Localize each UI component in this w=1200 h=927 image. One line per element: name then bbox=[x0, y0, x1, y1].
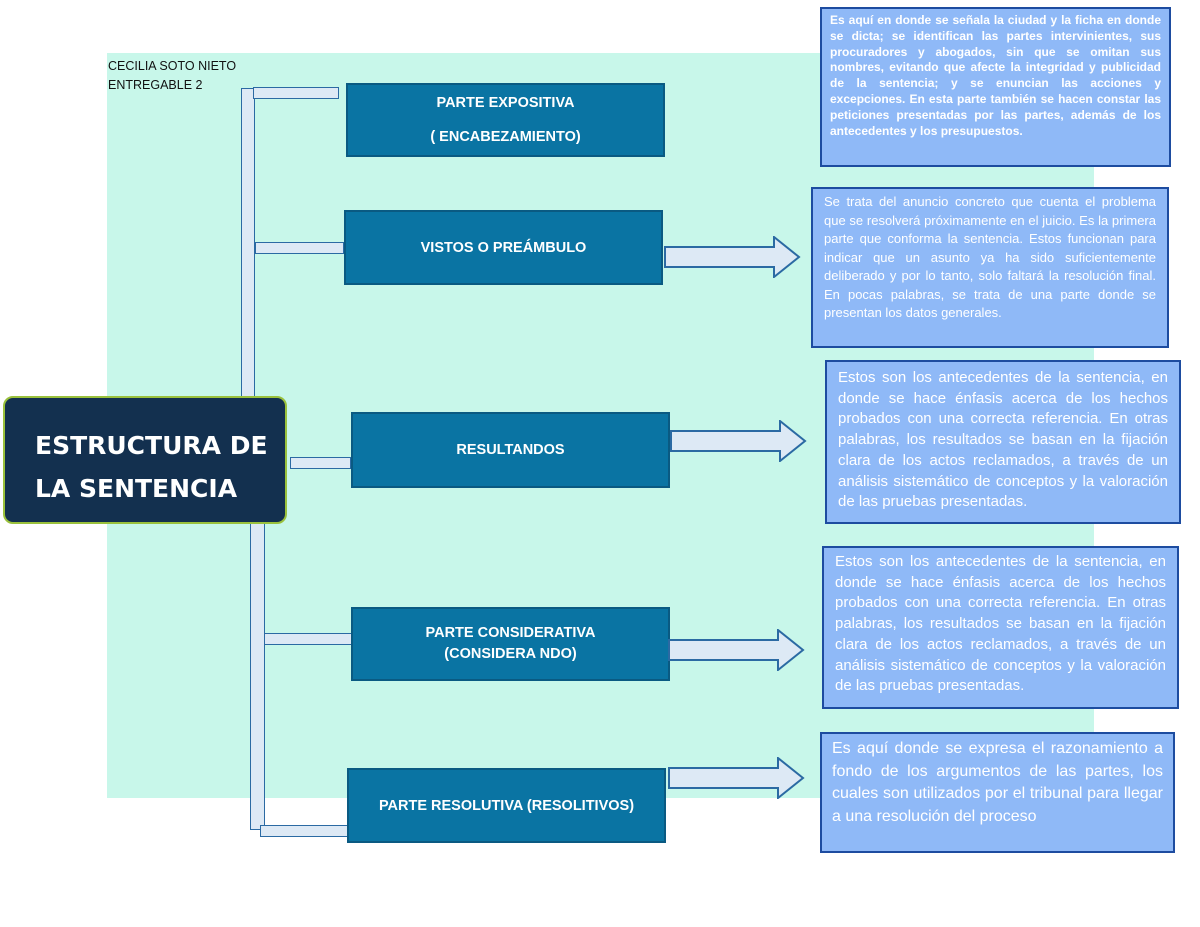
connector-branch-expositiva bbox=[253, 87, 339, 99]
description-considerativa: Estos son los antecedentes de la sentenc… bbox=[822, 546, 1179, 709]
description-text: Estos son los antecedentes de la sentenc… bbox=[835, 553, 1166, 695]
author-block: CECILIA SOTO NIETO ENTREGABLE 2 bbox=[108, 57, 236, 95]
section-sublabel: (CONSIDERA NDO) bbox=[444, 646, 577, 662]
main-title-line1: ESTRUCTURA DE bbox=[35, 431, 268, 460]
description-text: Es aquí en donde se señala la ciudad y l… bbox=[830, 13, 1161, 138]
section-vistos: VISTOS O PREÁMBULO bbox=[344, 210, 663, 285]
connector-vertical-top bbox=[241, 88, 255, 400]
description-resultandos: Estos son los antecedentes de la sentenc… bbox=[825, 360, 1181, 524]
description-text: Estos son los antecedentes de la sentenc… bbox=[838, 369, 1168, 511]
section-label: PARTE RESOLUTIVA (RESOLITIVOS) bbox=[378, 797, 635, 814]
arrow-right-icon bbox=[668, 629, 805, 671]
connector-branch-resolutiva bbox=[260, 825, 349, 837]
description-text: Se trata del anuncio concreto que cuenta… bbox=[824, 194, 1156, 320]
section-parte-expositiva: PARTE EXPOSITIVA ( ENCABEZAMIENTO) bbox=[346, 83, 665, 157]
connector-branch-resultandos bbox=[290, 457, 351, 469]
section-resultandos: RESULTANDOS bbox=[351, 412, 670, 488]
section-label: VISTOS O PREÁMBULO bbox=[420, 239, 587, 256]
connector-branch-vistos bbox=[255, 242, 344, 254]
section-label: PARTE EXPOSITIVA bbox=[436, 95, 575, 111]
description-expositiva: Es aquí en donde se señala la ciudad y l… bbox=[820, 7, 1171, 167]
main-title-line2: LA SENTENCIA bbox=[35, 474, 238, 503]
section-label: PARTE CONSIDERATIVA bbox=[425, 625, 596, 641]
section-label: RESULTANDOS bbox=[456, 442, 565, 458]
main-title-box: ESTRUCTURA DE LA SENTENCIA bbox=[3, 396, 287, 524]
description-resolutiva: Es aquí donde se expresa el razonamiento… bbox=[820, 732, 1175, 853]
connector-branch-considerativa bbox=[264, 633, 352, 645]
description-text: Es aquí donde se expresa el razonamiento… bbox=[832, 740, 1163, 825]
author-name: CECILIA SOTO NIETO bbox=[108, 59, 237, 73]
connector-vertical-bottom bbox=[250, 520, 265, 830]
description-vistos: Se trata del anuncio concreto que cuenta… bbox=[811, 187, 1169, 348]
section-sublabel: ( ENCABEZAMIENTO) bbox=[430, 129, 581, 145]
section-considerativa: PARTE CONSIDERATIVA (CONSIDERA NDO) bbox=[351, 607, 670, 681]
arrow-right-icon bbox=[670, 420, 807, 462]
section-resolutiva: PARTE RESOLUTIVA (RESOLITIVOS) bbox=[347, 768, 666, 843]
arrow-right-icon bbox=[668, 757, 805, 799]
deliverable-label: ENTREGABLE 2 bbox=[108, 78, 203, 92]
arrow-right-icon bbox=[664, 236, 801, 278]
